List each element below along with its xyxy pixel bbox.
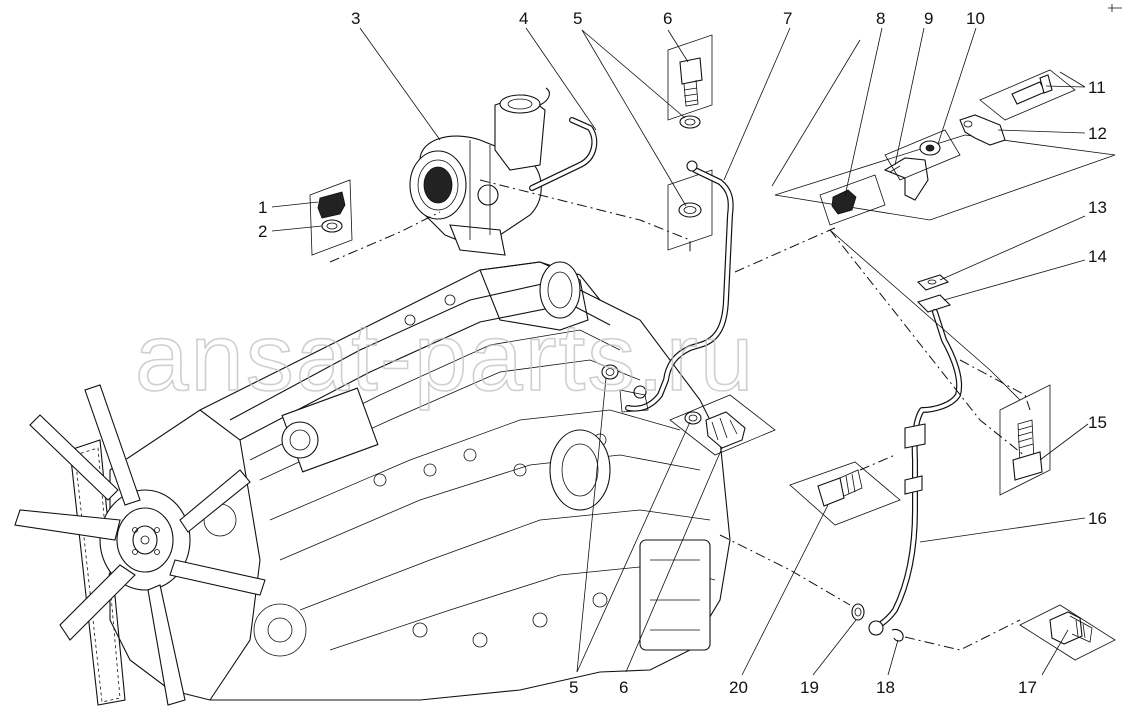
corner-mark [1108, 4, 1122, 12]
bolt-20-group [789, 454, 901, 526]
callout-5-top: 5 [573, 9, 582, 28]
turbocharger [409, 87, 550, 256]
callout-leaders [271, 27, 1089, 676]
callout-2: 2 [258, 222, 267, 241]
callout-14: 14 [1088, 247, 1107, 266]
oil-feed-pipe [619, 160, 734, 413]
watermark-text: ansat-parts.ru [135, 304, 755, 411]
callout-12: 12 [1088, 124, 1107, 143]
callout-1: 1 [258, 198, 267, 217]
clamp-group [774, 69, 1116, 226]
callout-13: 13 [1088, 198, 1107, 217]
banjo-bolt-group-mid [601, 364, 776, 456]
callout-17: 17 [1018, 678, 1037, 697]
callout-4: 4 [519, 9, 528, 28]
nut-and-washer-group [309, 179, 441, 263]
callout-18: 18 [876, 678, 895, 697]
callout-11: 11 [1088, 78, 1106, 97]
callout-20: 20 [729, 678, 748, 697]
callout-6-bottom: 6 [619, 678, 628, 697]
oil-return-pipe [868, 274, 963, 636]
oil-drain-hose [529, 117, 598, 191]
banjo-bolt-group-top [667, 34, 713, 251]
callout-7: 7 [783, 9, 792, 28]
bolt-15-group [959, 359, 1051, 496]
callout-16: 16 [1088, 509, 1107, 528]
washer-19 [851, 603, 865, 621]
bolt-17-group [904, 604, 1116, 661]
callout-19: 19 [800, 678, 819, 697]
callout-10: 10 [966, 9, 985, 28]
washer-18 [891, 628, 904, 642]
cooling-fan [14, 384, 266, 706]
callout-5-bottom: 5 [569, 678, 578, 697]
callout-3: 3 [351, 9, 360, 28]
callout-6-top: 6 [663, 9, 672, 28]
callout-15: 15 [1088, 413, 1107, 432]
callout-8: 8 [876, 9, 885, 28]
callout-9: 9 [924, 9, 933, 28]
